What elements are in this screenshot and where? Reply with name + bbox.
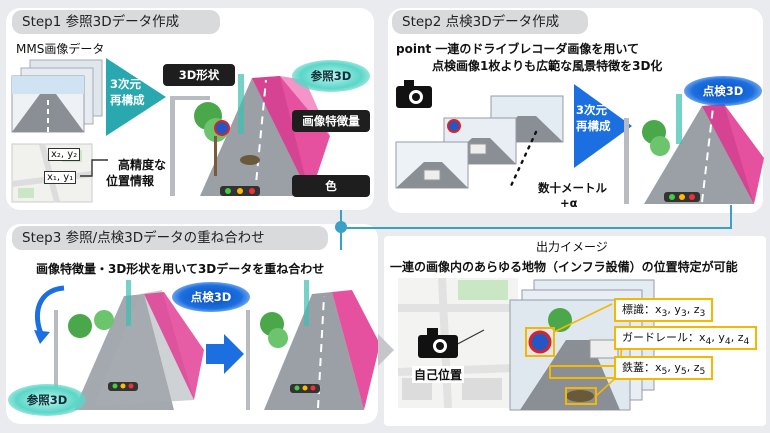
connector-line <box>340 227 732 229</box>
dashcam-icon <box>396 80 432 108</box>
high-precision-label-1: 高精度な <box>118 158 167 172</box>
insp3d-badge: 点検3D <box>684 76 762 106</box>
mms-label: MMS画像データ <box>16 42 105 56</box>
xy-coord-2: x₂, y₂ <box>48 148 81 161</box>
coord-label-sign: 標識：x3, y3, z3 <box>614 298 714 322</box>
coord-y-sub: 5 <box>680 366 687 378</box>
self-position-label: 自己位置 <box>412 366 465 383</box>
reconstruct-label-2: 再構成 <box>110 93 145 107</box>
coord-label-guardrail: ガードレール：x4, y4, z4 <box>614 326 758 350</box>
step2-tab: Step2 点検3Dデータ作成 <box>392 10 588 34</box>
reconstruct-label-1: 3次元 <box>110 77 142 91</box>
x2-label: x₂, <box>51 149 65 160</box>
coord-z-sub: 3 <box>699 308 706 320</box>
shape-3d-label: 3D形状 <box>163 64 235 86</box>
insp3d-street-scene <box>624 94 764 204</box>
mms-image-stack <box>11 59 103 133</box>
coord-separator: ： <box>688 331 699 344</box>
overlap-scene-after <box>246 280 380 410</box>
overlap-scene-before <box>54 280 204 410</box>
coord-name: 標識 <box>622 303 644 316</box>
x1-label: x₁, <box>47 172 61 183</box>
reconstruct-arrow <box>106 58 166 136</box>
coord-y: y <box>674 361 681 374</box>
coord-z: z <box>693 361 700 374</box>
coord-x: x <box>655 361 662 374</box>
coord-y-sub: 4 <box>724 336 731 348</box>
location-pin-line <box>80 159 108 177</box>
reconstruct-arrow-blue <box>574 84 632 168</box>
coord-x: x <box>655 303 662 316</box>
coord-x-sub: 3 <box>661 308 668 320</box>
coord-y: y <box>718 331 725 344</box>
coord-x-sub: 5 <box>661 366 668 378</box>
coord-separator: ： <box>644 303 655 316</box>
coord-z: z <box>737 331 744 344</box>
coord-z: z <box>693 303 700 316</box>
step3-tab: Step3 参照/点検3Dデータの重ね合わせ <box>12 226 328 250</box>
feature-label: 画像特徴量 <box>292 110 370 132</box>
merge-arrow <box>206 334 244 374</box>
coord-label-manhole: 鉄蓋：x5, y5, z5 <box>614 356 714 380</box>
y1-label: y₁ <box>63 172 74 183</box>
point-line-2: 点検画像1枚よりも広範な風景特徴を3D化 <box>432 59 663 73</box>
connector-dot <box>335 221 347 233</box>
output-map <box>397 277 519 409</box>
output-title: 出力イメージ <box>536 240 608 254</box>
distance-label-1: 数十メートル <box>538 181 607 195</box>
coord-y: y <box>674 303 681 316</box>
coord-x-sub: 4 <box>705 336 712 348</box>
dashcam-image-stack <box>395 95 564 189</box>
ref3d-badge: 参照3D <box>292 60 370 92</box>
step3-description: 画像特徴量・3D形状を用いて3Dデータを重ね合わせ <box>36 262 325 276</box>
coord-name: 鉄蓋 <box>622 361 644 374</box>
insp3d-badge: 点検3D <box>172 282 250 312</box>
ref3d-badge: 参照3D <box>8 384 86 416</box>
coord-separator: ： <box>644 361 655 374</box>
reconstruct-label-2: 再構成 <box>576 119 611 133</box>
coord-z-sub: 4 <box>743 336 750 348</box>
high-precision-label-2: 位置情報 <box>106 174 155 188</box>
coord-y-sub: 3 <box>680 308 687 320</box>
y2-label: y₂ <box>67 149 78 160</box>
point-line-1: point 一連のドライブレコーダ画像を用いて <box>396 42 640 56</box>
step1-tab: Step1 参照3Dデータ作成 <box>12 10 220 34</box>
coord-z-sub: 5 <box>699 366 706 378</box>
rotate-arrow-icon <box>34 285 65 344</box>
coord-x: x <box>699 331 706 344</box>
chevron-right-icon <box>378 334 394 366</box>
dotted-line <box>508 130 538 190</box>
reconstruct-label-1: 3次元 <box>576 103 608 117</box>
distance-label-2: +α <box>560 196 578 210</box>
xy-coord-1: x₁, y₁ <box>44 171 77 184</box>
color-label: 色 <box>292 175 370 197</box>
output-image-stack <box>509 279 655 411</box>
coord-name: ガードレール <box>622 331 688 344</box>
dashcam-icon <box>418 328 458 358</box>
connector-line <box>730 205 732 229</box>
output-headline: 一連の画像内のあらゆる地物（インフラ設備）の位置特定が可能 <box>390 260 738 274</box>
